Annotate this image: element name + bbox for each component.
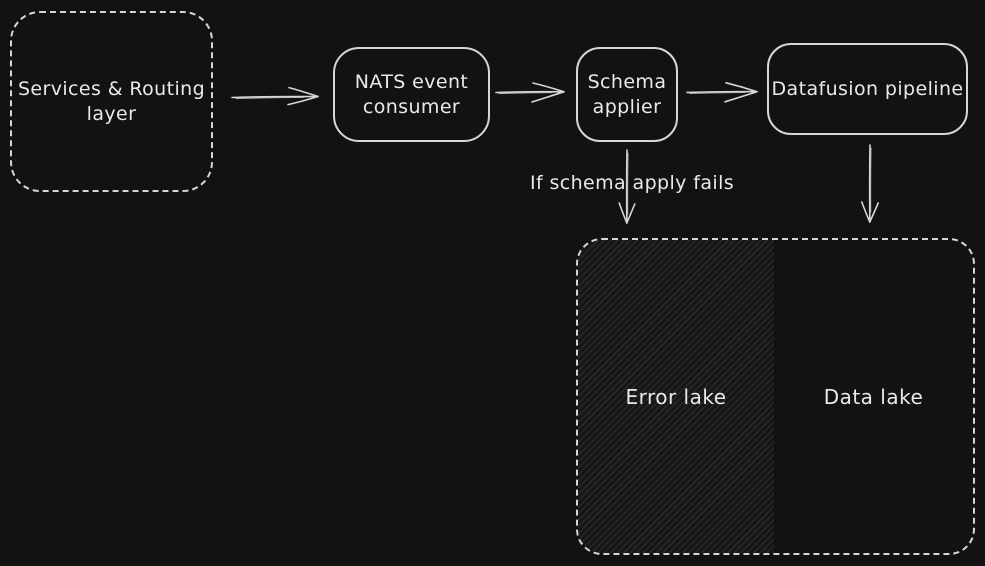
node-label-datafusion: Datafusion pipeline bbox=[772, 77, 964, 102]
node-datafusion-pipeline[interactable]: Datafusion pipeline bbox=[767, 43, 968, 135]
arrow-schema-to-datafusion[interactable] bbox=[686, 82, 758, 103]
node-label-nats: NATS event consumer bbox=[355, 70, 469, 120]
label-line: Services & Routing bbox=[17, 77, 206, 100]
node-label-error-lake: Error lake bbox=[625, 384, 727, 409]
node-services-routing-layer[interactable]: Services & Routing layer bbox=[10, 11, 213, 192]
label-line: Datafusion pipeline bbox=[771, 77, 964, 100]
node-nats-event-consumer[interactable]: NATS event consumer bbox=[333, 47, 490, 142]
arrow-nats-to-schema[interactable] bbox=[495, 82, 565, 103]
label-line: applier bbox=[592, 95, 662, 118]
arrow-services-to-nats[interactable] bbox=[231, 86, 319, 106]
node-schema-applier[interactable]: Schema applier bbox=[576, 47, 678, 142]
arrow-datafusion-to-data-lake[interactable] bbox=[861, 144, 879, 223]
edge-label-schema-fail: If schema apply fails bbox=[529, 172, 735, 194]
node-error-lake[interactable]: Error lake bbox=[578, 240, 774, 553]
node-data-lake[interactable]: Data lake bbox=[774, 240, 973, 553]
node-label-schema: Schema applier bbox=[588, 70, 667, 120]
node-label-services-routing: Services & Routing layer bbox=[18, 77, 205, 127]
label-line: layer bbox=[86, 102, 137, 125]
label-line: consumer bbox=[362, 95, 461, 118]
label-line: NATS event bbox=[354, 70, 469, 93]
node-label-data-lake: Data lake bbox=[823, 384, 924, 409]
node-lake-container[interactable]: Error lake Data lake bbox=[576, 238, 975, 555]
label-line: Schema bbox=[587, 70, 667, 93]
